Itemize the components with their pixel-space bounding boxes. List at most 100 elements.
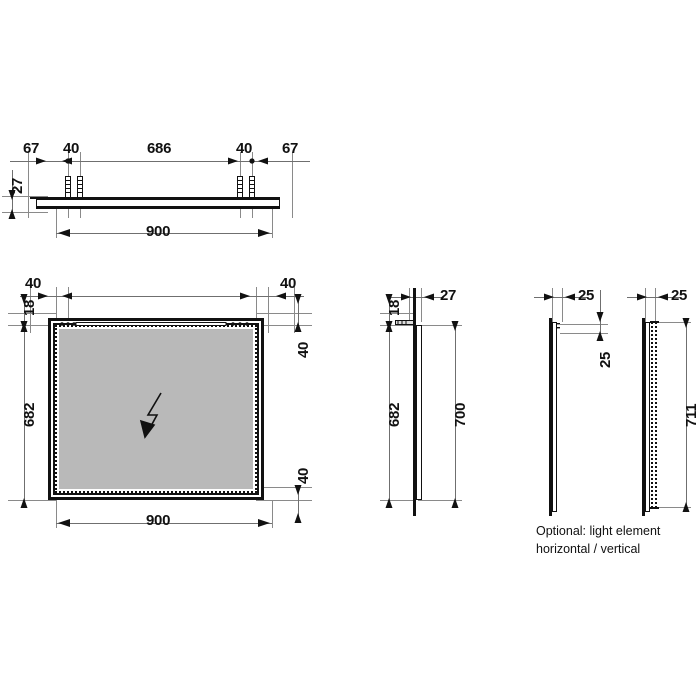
side-700-dimension-line <box>455 325 456 501</box>
top-27-ext-line <box>2 212 48 213</box>
side-18-dimension-line <box>389 296 390 326</box>
side-18-ext-line <box>380 325 414 326</box>
front-dim-40-top-right: 40 <box>280 275 297 292</box>
side-frame-profile <box>416 325 422 500</box>
front-right-ext-line <box>256 487 312 488</box>
top-view-body-bottom-edge <box>36 206 280 209</box>
lh-25-ext-line <box>562 288 563 322</box>
top-dim-67-left: 67 <box>23 140 40 157</box>
front-top-light-strip <box>75 322 227 326</box>
top-900-ext-line <box>56 200 57 238</box>
fastener-3 <box>237 176 243 198</box>
arrow-left-686 <box>228 157 238 165</box>
top-chain-dimension-line <box>10 161 310 162</box>
front-right-ext-line <box>256 325 312 326</box>
top-view-body-top-edge <box>30 197 280 199</box>
front-682-dimension-line <box>24 325 25 501</box>
side-682-ext-line <box>380 500 414 501</box>
front-dim-40-top-left: 40 <box>25 275 42 292</box>
front-900-dimension-line <box>56 523 272 524</box>
lv-light-element-dotted <box>651 322 657 508</box>
chain-dot-left <box>65 158 71 164</box>
top-ext-line <box>28 152 29 218</box>
lh-frame-profile <box>552 322 557 512</box>
lv-25-ext-line <box>645 288 646 322</box>
front-40-lower-dimension-line <box>298 487 299 517</box>
front-18-ext-line <box>8 325 56 326</box>
lv-711-ext-line <box>655 507 691 508</box>
lv-light-top-cap <box>650 321 659 323</box>
high-voltage-lightning-bolt-icon <box>139 392 162 439</box>
front-18-ext-line <box>8 313 56 314</box>
top-900-dimension-line <box>56 233 272 234</box>
lv-25-ext-line <box>655 288 656 322</box>
fastener-1 <box>65 176 71 198</box>
top-ext-line <box>292 152 293 218</box>
top-dim-40-right: 40 <box>236 140 253 157</box>
side-mirror-panel <box>413 288 416 516</box>
front-40-upper-dimension-line <box>298 296 299 326</box>
lh-dim-25-top: 25 <box>578 287 595 304</box>
optional-light-caption-line2: horizontal / vertical <box>536 542 641 556</box>
side-dim-27: 27 <box>440 287 457 304</box>
arrow-27-top <box>8 190 16 200</box>
front-top-chain-dimension-line <box>20 296 304 297</box>
side-700-ext-line <box>418 325 462 326</box>
side-700-ext-line <box>418 500 462 501</box>
top-dim-900: 900 <box>146 223 171 240</box>
optional-light-caption-line1: Optional: light element <box>536 524 661 538</box>
front-ext-line <box>294 287 295 333</box>
chain-dot-right <box>249 158 255 164</box>
arrow-right-67 <box>258 157 268 165</box>
lh-25-side-ext-line <box>560 333 608 334</box>
side-682-dimension-line <box>389 325 390 501</box>
lv-711-ext-line <box>655 322 691 323</box>
front-ext-line <box>256 287 257 333</box>
side-27-ext-line <box>409 288 410 322</box>
lv-mirror-panel <box>642 318 645 516</box>
front-ext-line <box>30 287 31 333</box>
top-27-ext-line <box>2 196 48 197</box>
arrow-900-left <box>58 229 70 237</box>
top-dim-686: 686 <box>147 140 172 157</box>
lv-light-bottom-cap <box>650 507 659 509</box>
front-dim-900: 900 <box>146 512 171 529</box>
front-900-ext-line <box>56 500 57 528</box>
front-sensor-dots <box>60 322 249 326</box>
front-right-ext-line <box>256 500 312 501</box>
front-682-ext-line <box>8 500 56 501</box>
top-dim-40-left: 40 <box>63 140 80 157</box>
arrow-900-right <box>258 229 270 237</box>
front-18-dimension-line <box>24 296 25 326</box>
arrow-left-67 <box>36 157 46 165</box>
lv-frame-profile <box>645 322 650 512</box>
top-900-ext-line <box>272 200 273 238</box>
lh-mirror-panel <box>549 318 552 516</box>
front-right-ext-line <box>256 313 312 314</box>
fastener-2 <box>77 176 83 198</box>
front-mirror-glass <box>59 329 253 489</box>
lv-dim-711: 711 <box>683 403 700 427</box>
lv-711-dimension-line <box>686 322 687 508</box>
front-ext-line <box>268 287 269 333</box>
side-27-dimension-line <box>388 297 444 298</box>
lv-dim-25: 25 <box>671 287 688 304</box>
lv-25-dimension-line <box>627 297 681 298</box>
lh-25-ext-line <box>552 288 553 322</box>
top-dim-67-right: 67 <box>282 140 299 157</box>
side-27-ext-line <box>421 288 422 322</box>
arrow-27-bottom <box>8 209 16 219</box>
lh-25-side-ext-line <box>560 324 608 325</box>
front-ext-line <box>56 287 57 333</box>
fastener-4 <box>249 176 255 198</box>
front-ext-line <box>68 287 69 333</box>
